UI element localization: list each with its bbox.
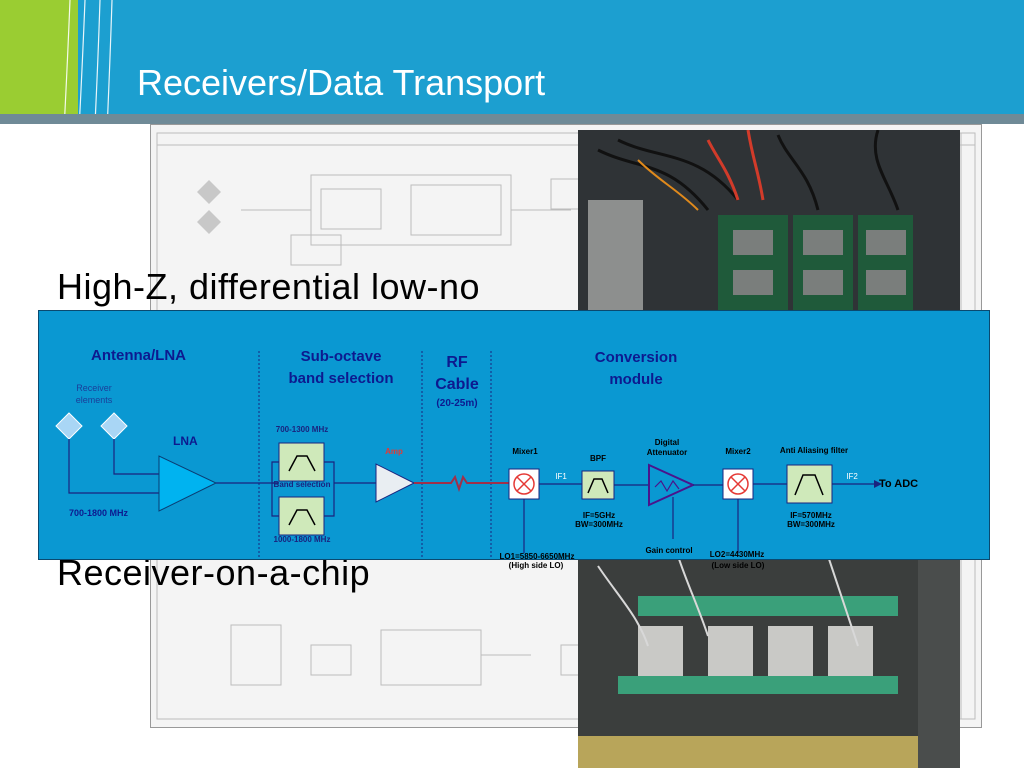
heading-subband-line1: Sub-octave: [300, 348, 382, 365]
receiver-element-icon: [100, 412, 128, 440]
bpf-label: BPF: [590, 454, 606, 463]
band-low-label: 700-1300 MHz: [275, 425, 329, 434]
aaf-spec-bw: BW=300MHz: [787, 520, 835, 529]
band-high-label: 1000-1800 MHz: [273, 535, 331, 544]
heading-rf-line1: RF: [446, 354, 468, 371]
anti-aliasing-filter-icon: [786, 464, 833, 504]
lo2-label-line2: (Low side LO): [711, 561, 765, 570]
band-selection-label: Band selection: [273, 480, 331, 489]
amp-icon: [375, 463, 416, 503]
photo-bottom-drawing: [578, 556, 960, 768]
to-adc-label: To ADC: [879, 478, 919, 490]
lo2-label-line1: LO2=4430MHz: [709, 550, 765, 559]
attenuator-label-line2: Attenuator: [646, 448, 688, 457]
amp-label: Amp: [385, 447, 403, 456]
heading-conversion-line2: module: [609, 371, 663, 388]
gain-control-label: Gain control: [645, 546, 693, 555]
rf-cable-line: [414, 474, 509, 493]
lo1-label-line1: LO1=5850-6650MHz: [499, 552, 575, 560]
mixer2-label: Mixer2: [725, 447, 751, 456]
bpf-spec-bw: BW=300MHz: [575, 520, 623, 529]
header-underline-band: [0, 114, 1024, 124]
mixer1-label: Mixer1: [512, 447, 538, 456]
heading-subband-line2: band selection: [288, 370, 394, 387]
receiver-elements-label-line1: Receiver: [76, 383, 112, 393]
aaf-spec-if: IF=570MHz: [790, 511, 832, 520]
bullet-high-z: High-Z, differential low-no: [57, 266, 481, 307]
attenuator-label-line1: Digital: [654, 438, 680, 447]
if2-label: IF2: [846, 472, 858, 481]
anti-aliasing-filter-label: Anti Aliasing filter: [779, 446, 849, 455]
bandpass-filter-low-icon: [278, 442, 325, 482]
receiver-elements-label-line2: elements: [75, 395, 113, 405]
if1-label: IF1: [555, 472, 567, 481]
lna-label: LNA: [173, 434, 198, 448]
heading-antenna-lna: Antenna/LNA: [91, 347, 186, 364]
frequency-range-label: 700-1800 MHz: [69, 508, 129, 518]
to-adc-arrow-icon: [874, 480, 882, 488]
receiver-chain-diagram: Antenna/LNA Sub-octave band selection RF…: [38, 310, 990, 560]
lo1-label-line2: (High side LO): [508, 561, 564, 570]
diagram-graphics: [55, 351, 882, 559]
photo-top-drawing: [578, 130, 960, 312]
bandpass-filter-high-icon: [278, 496, 325, 536]
heading-conversion-line1: Conversion: [594, 349, 678, 366]
slide-title: Receivers/Data Transport: [137, 62, 546, 103]
heading-rf-line2: Cable: [435, 376, 479, 393]
bpf-icon: [581, 470, 615, 500]
receiver-element-icon: [55, 412, 83, 440]
header-accent-stripe: [0, 0, 78, 118]
lna-amplifier-icon: [158, 455, 218, 512]
bpf-spec-if: IF=5GHz: [582, 511, 616, 520]
hardware-photo-bottom: [578, 556, 960, 768]
hardware-photo-top: [578, 130, 960, 312]
heading-rf-line3: (20-25m): [436, 398, 478, 409]
